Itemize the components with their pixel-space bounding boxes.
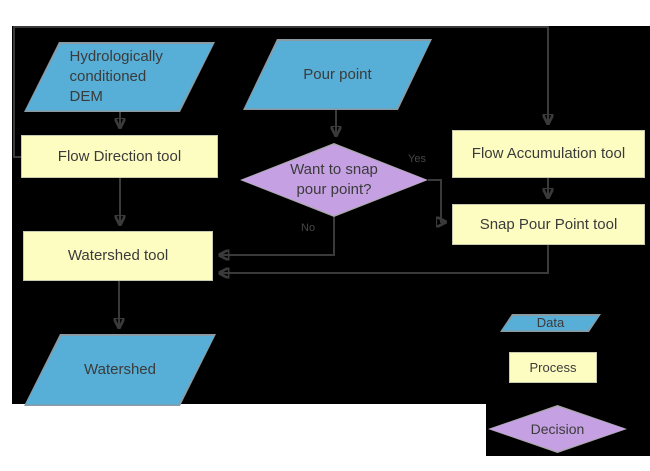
node-label: Snap Pour Point tool <box>479 215 618 233</box>
connector-snap-pour-point-to-watershed-tool <box>221 245 549 273</box>
node-label: Watershed <box>84 361 156 379</box>
edge-label-no: No <box>301 222 316 234</box>
node-watershed-output: Watershed <box>24 334 216 406</box>
node-flow-accumulation-tool: Flow Accumulation tool <box>452 130 645 178</box>
node-pour-point: Pour point <box>243 39 432 110</box>
legend-label: Data <box>536 315 565 331</box>
legend-label: Decision <box>530 420 585 437</box>
node-flow-direction-tool: Flow Direction tool <box>21 135 218 178</box>
node-label: Pour point <box>303 65 372 83</box>
data-parallelogram-shape: Hydrologically conditioned DEM <box>26 44 214 111</box>
node-label: Watershed tool <box>67 247 169 265</box>
node-hydrologically-conditioned-dem: Hydrologically conditioned DEM <box>24 42 215 112</box>
connector-decision-yes-to-snap-pour-point <box>428 179 444 222</box>
node-label: Hydrologically conditioned DEM <box>69 48 163 105</box>
node-label: Flow Accumulation tool <box>471 145 626 163</box>
connector-flow-direction-to-flow-accumulation <box>13 26 548 158</box>
node-label: Want to snap pour point? <box>290 161 378 198</box>
edge-label-yes: Yes <box>408 153 426 165</box>
node-watershed-tool: Watershed tool <box>23 231 213 281</box>
legend-data-shape: Data <box>502 316 600 331</box>
legend-item-process: Process <box>509 352 597 383</box>
legend-label: Process <box>529 359 577 375</box>
legend-item-data: Data <box>500 314 601 332</box>
data-parallelogram-shape: Pour point <box>245 41 431 109</box>
node-snap-pour-point-tool: Snap Pour Point tool <box>452 204 645 245</box>
connector-decision-no-to-watershed-tool <box>221 217 335 255</box>
data-parallelogram-shape: Watershed <box>26 336 215 405</box>
node-label: Flow Direction tool <box>57 147 182 165</box>
